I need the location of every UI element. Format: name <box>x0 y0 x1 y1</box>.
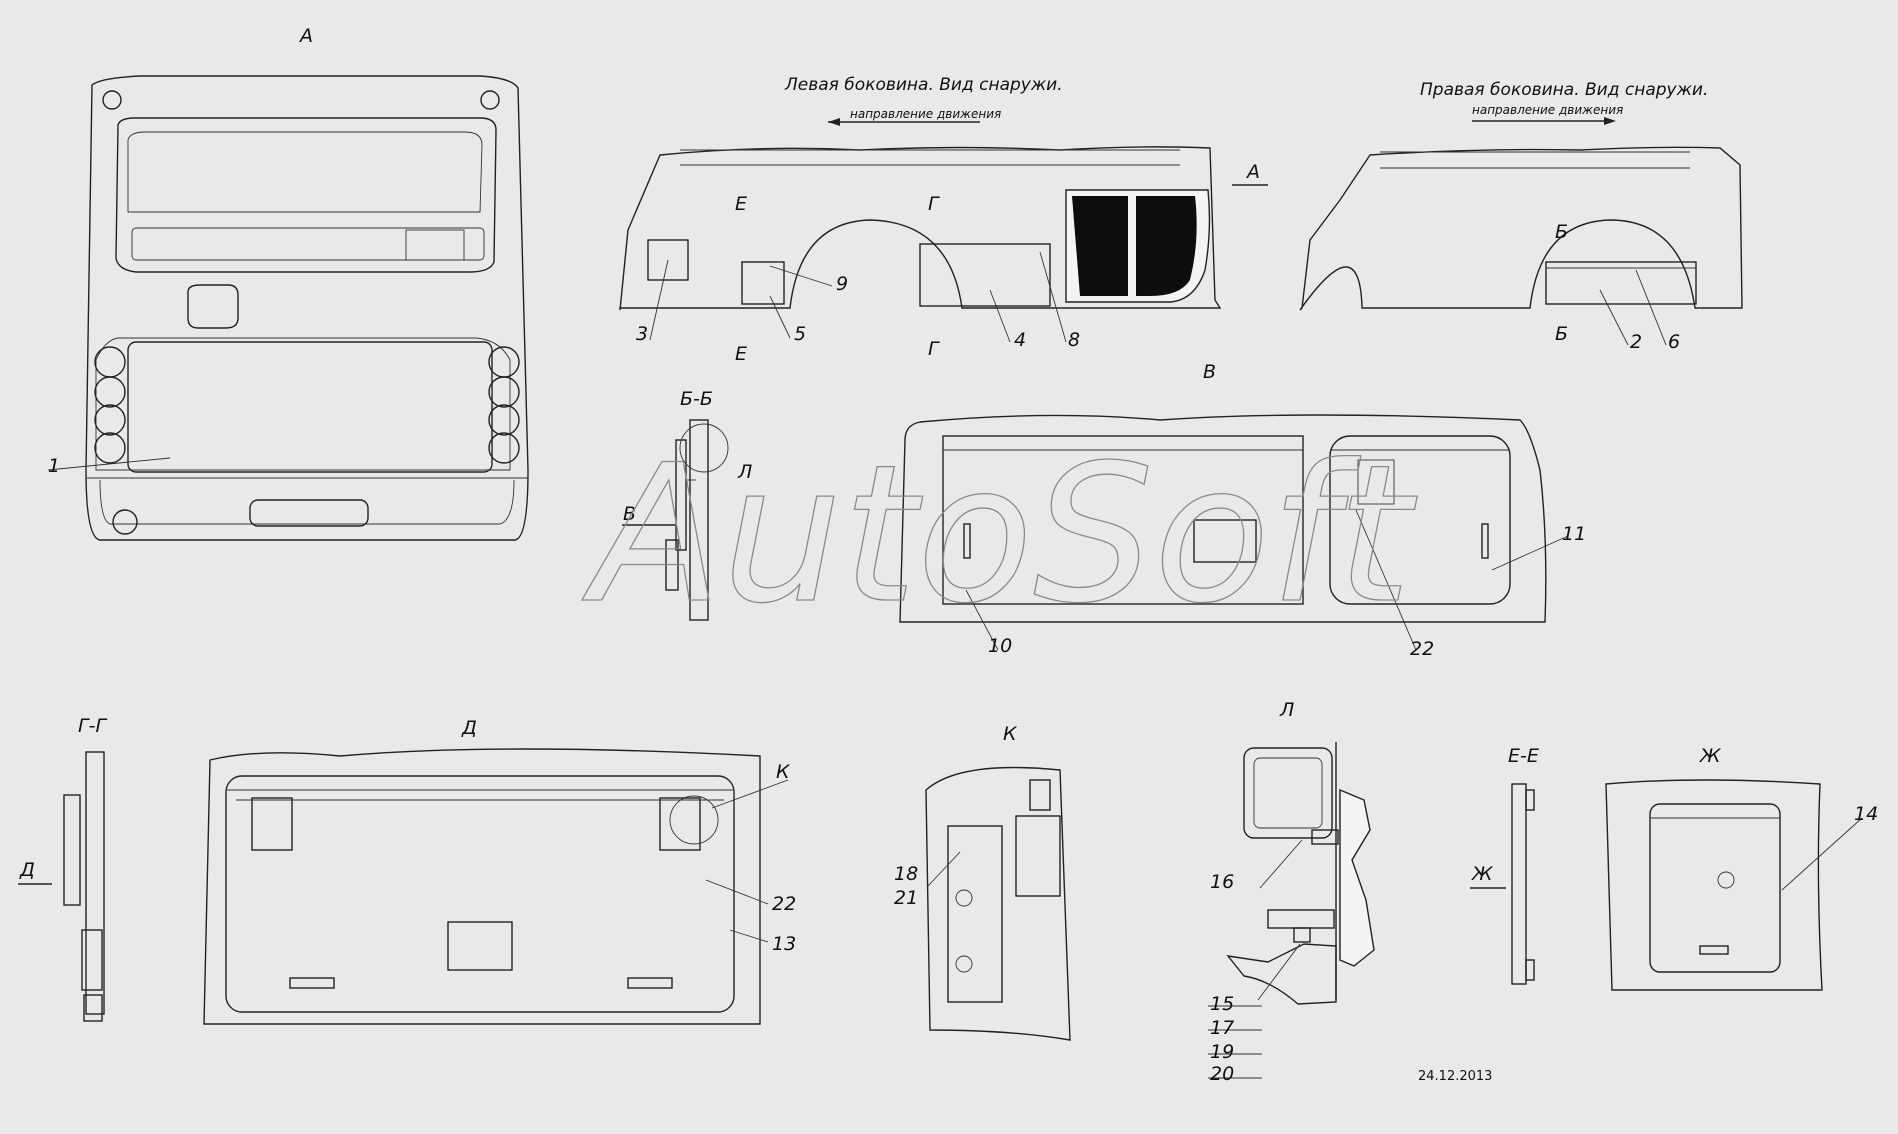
section-gg-label: Г-Г <box>78 715 107 737</box>
section-ee-label: Е-Е <box>1508 745 1539 767</box>
callout-22-top: 22 <box>1410 638 1434 660</box>
cut-g-bottom: Г <box>928 338 940 360</box>
callout-15: 15 <box>1210 993 1234 1015</box>
drawing-date: 24.12.2013 <box>1418 1069 1492 1084</box>
section-b-b: Б-Б В Л <box>622 388 752 621</box>
view-zh: Ж 14 <box>1605 745 1878 991</box>
detail-l-mark: Л <box>737 461 752 483</box>
cut-e-top: Е <box>735 193 747 215</box>
callout-3: 3 <box>636 323 648 345</box>
view-v: В 10 11 22 <box>899 361 1586 660</box>
cut-e-bottom: Е <box>735 343 747 365</box>
right-direction-label: направление движения <box>1472 103 1623 117</box>
callout-9: 9 <box>836 273 848 295</box>
right-side-view: Правая боковина. Вид снаружи. направлени… <box>1299 80 1743 353</box>
detail-k-mark: К <box>776 761 791 783</box>
callout-6: 6 <box>1668 331 1680 353</box>
detail-l: Л 16 15 17 19 20 <box>1208 699 1375 1085</box>
callout-4: 4 <box>1014 329 1026 351</box>
callout-22-bottom: 22 <box>772 893 796 915</box>
section-bb-label: Б-Б <box>680 388 713 410</box>
cut-b-bottom: Б <box>1555 323 1568 345</box>
detail-k-label: К <box>1003 723 1018 745</box>
callout-19: 19 <box>1210 1041 1234 1063</box>
view-d-label: Д <box>461 717 477 739</box>
callout-11: 11 <box>1562 523 1586 545</box>
view-zh-arrow: Ж <box>1471 863 1494 885</box>
callout-5: 5 <box>794 323 806 345</box>
view-a-label: А <box>298 25 313 47</box>
callout-8: 8 <box>1068 329 1080 351</box>
callout-20: 20 <box>1210 1063 1234 1085</box>
callout-1: 1 <box>48 455 60 477</box>
left-side-title: Левая боковина. Вид снаружи. <box>784 75 1063 95</box>
callout-2: 2 <box>1630 331 1642 353</box>
cut-g-top: Г <box>928 193 940 215</box>
right-side-title: Правая боковина. Вид снаружи. <box>1420 80 1708 100</box>
callout-17: 17 <box>1210 1017 1234 1039</box>
view-d: Д К 22 13 <box>203 717 796 1025</box>
view-d-arrow: Д <box>19 859 35 881</box>
callout-21: 21 <box>894 887 918 909</box>
view-a-arrow: А <box>1245 161 1260 183</box>
detail-k: К 18 21 <box>894 723 1071 1041</box>
view-v-arrow: В <box>623 503 636 525</box>
view-v-label: В <box>1203 361 1216 383</box>
cut-b-top: Б <box>1555 221 1568 243</box>
watermark: AutoSoft <box>581 424 1418 645</box>
callout-14: 14 <box>1854 803 1878 825</box>
callout-13: 13 <box>772 933 796 955</box>
section-e-e: Е-Е Ж <box>1470 745 1539 985</box>
callout-18: 18 <box>894 863 918 885</box>
detail-l-label: Л <box>1279 699 1294 721</box>
section-g-g: Г-Г Д <box>18 715 107 1022</box>
view-zh-label: Ж <box>1699 745 1722 767</box>
callout-16: 16 <box>1210 871 1234 893</box>
left-side-view: Левая боковина. Вид снаружи. направление… <box>619 75 1268 365</box>
callout-10: 10 <box>988 635 1012 657</box>
left-direction-label: направление движения <box>850 107 1001 121</box>
view-a-rear: А 1 <box>47 25 529 541</box>
